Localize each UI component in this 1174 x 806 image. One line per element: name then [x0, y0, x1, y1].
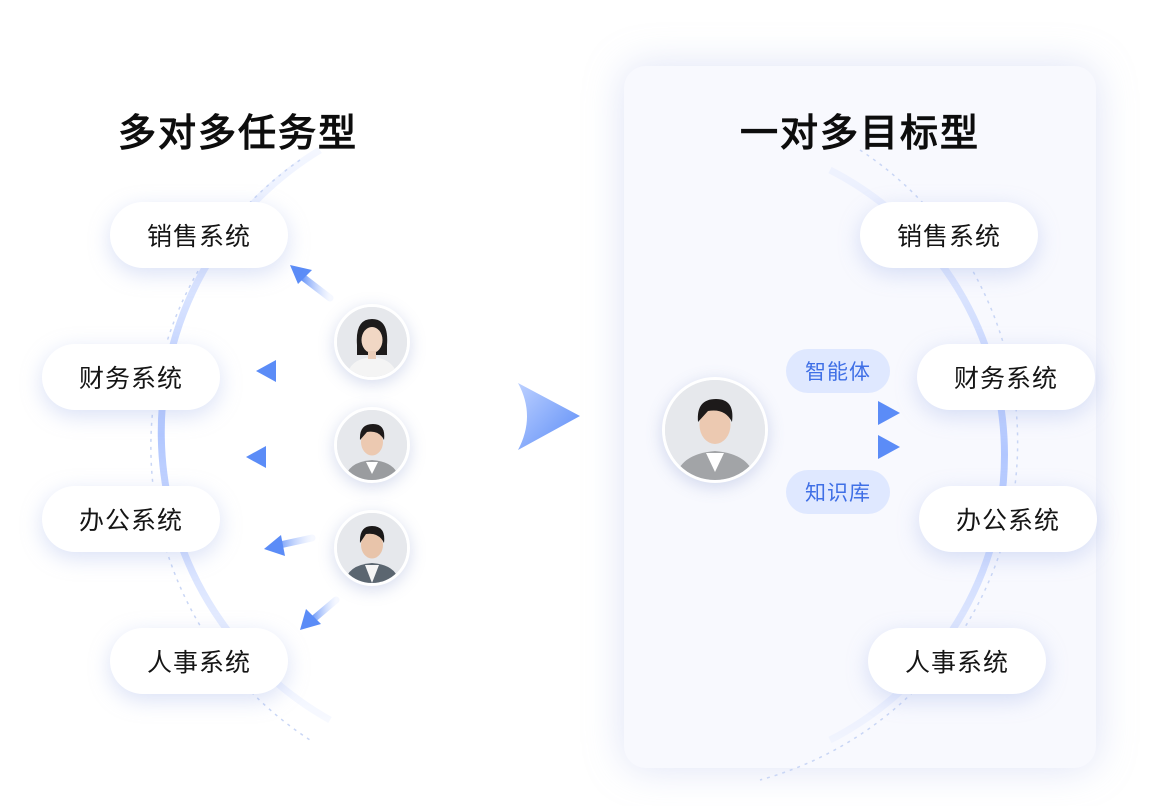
left-office-system[interactable]: 办公系统 — [42, 486, 220, 552]
avatar-man-main — [662, 377, 768, 483]
left-arrow-5 — [300, 596, 340, 630]
left-arrow-1 — [290, 265, 334, 302]
knowledge-base-tag: 知识库 — [786, 470, 890, 514]
left-sales-system[interactable]: 销售系统 — [110, 202, 288, 268]
center-arrow — [518, 383, 580, 450]
right-arrow-1 — [788, 401, 900, 425]
left-arrow-2 — [256, 360, 309, 382]
agent-tag: 智能体 — [786, 349, 890, 393]
left-arrow-3 — [246, 446, 302, 468]
right-arrow-2 — [788, 435, 900, 459]
right-office-system[interactable]: 办公系统 — [919, 486, 1097, 552]
right-hr-system[interactable]: 人事系统 — [868, 628, 1046, 694]
right-finance-system[interactable]: 财务系统 — [917, 344, 1095, 410]
avatar-man-2 — [334, 510, 410, 586]
avatar-man-1 — [334, 407, 410, 483]
left-arrow-4 — [264, 534, 316, 556]
avatar-woman — [334, 304, 410, 380]
right-sales-system[interactable]: 销售系统 — [860, 202, 1038, 268]
left-title: 多对多任务型 — [118, 111, 359, 155]
right-title: 一对多目标型 — [740, 111, 981, 155]
left-finance-system[interactable]: 财务系统 — [42, 344, 220, 410]
left-hr-system[interactable]: 人事系统 — [110, 628, 288, 694]
